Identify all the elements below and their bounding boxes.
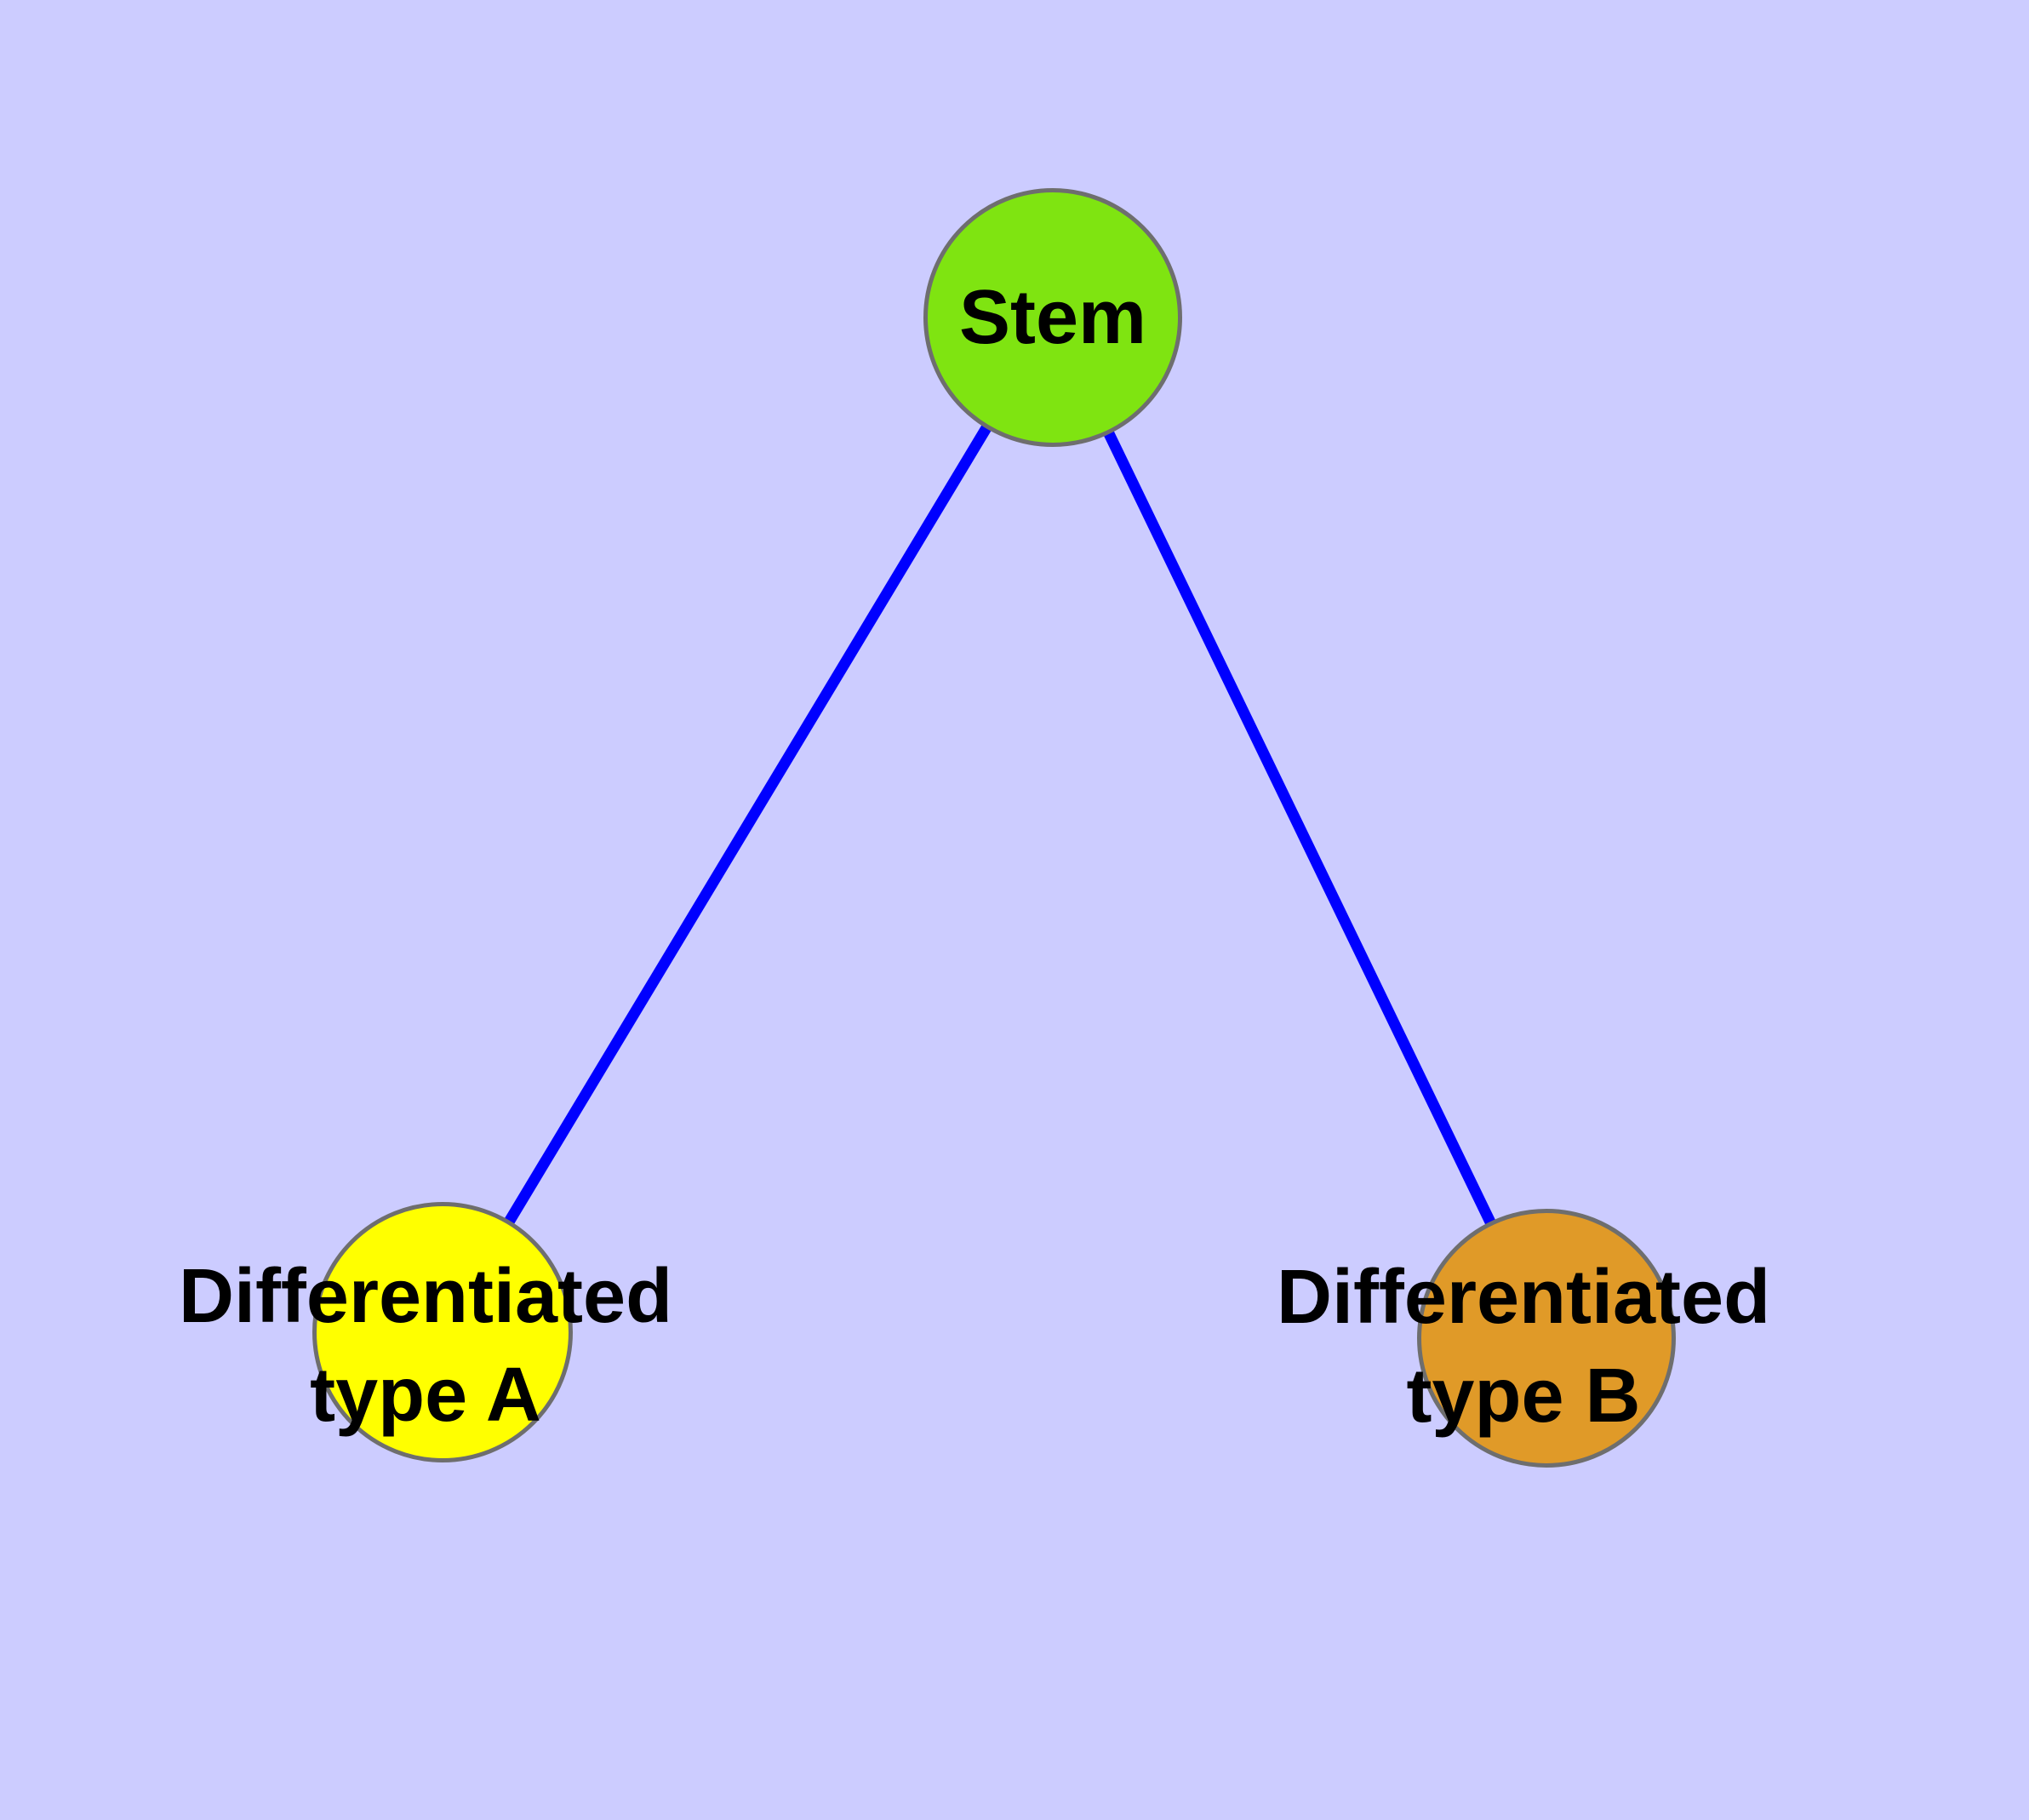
edge-stem-to-type-a: [437, 314, 1058, 1336]
node-differentiated-type-b[interactable]: [1417, 1209, 1676, 1468]
node-stem[interactable]: [923, 188, 1182, 447]
edge-stem-to-type-b: [1048, 315, 1552, 1341]
node-differentiated-type-a[interactable]: [312, 1202, 573, 1462]
